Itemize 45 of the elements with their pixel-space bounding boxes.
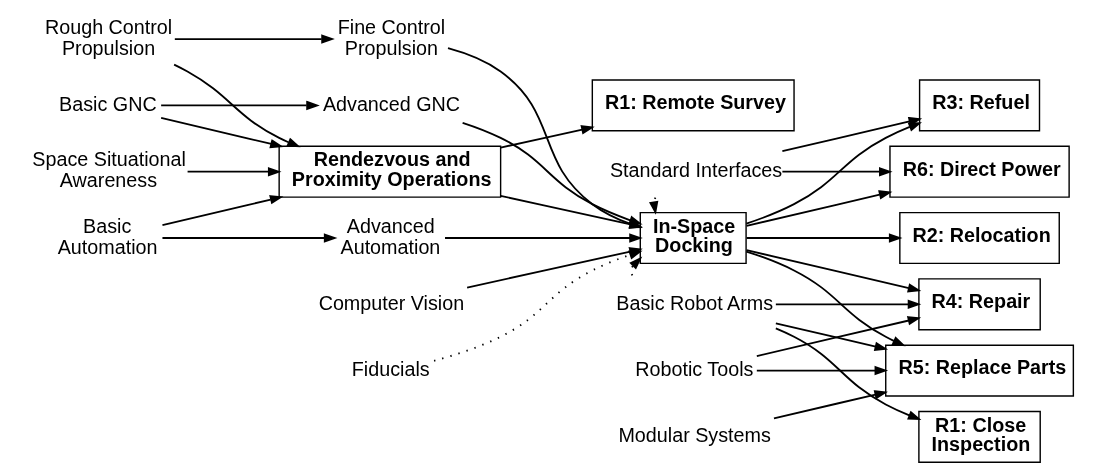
arrow [774, 327, 921, 421]
node-box: R1: Close Inspection [917, 410, 1041, 463]
node-box: R3: Refuel [918, 79, 1040, 132]
node-text: Space Situational Awareness [31, 148, 186, 192]
node-text: Computer Vision [318, 291, 464, 314]
node-box: R6: Direct Power [888, 145, 1070, 198]
node-text: Robotic Tools [634, 357, 753, 380]
arrow [745, 233, 902, 243]
arrow [745, 249, 921, 293]
arrow [499, 125, 595, 149]
arrow [772, 390, 888, 420]
arrow [755, 365, 888, 376]
node-box: R5: Replace Parts [884, 344, 1074, 397]
node-text: Fiducials [351, 357, 430, 380]
arrow [159, 116, 284, 149]
arrow [745, 190, 892, 227]
arrow [745, 250, 906, 347]
arrow [161, 195, 283, 227]
arrow [744, 122, 922, 225]
node-text: Advanced Automation [340, 214, 440, 258]
arrow [774, 322, 888, 352]
node-text: Standard Interfaces [609, 158, 782, 181]
node-box: R1: Remote Survey [591, 79, 795, 132]
arrow [172, 63, 301, 148]
arrow [173, 34, 335, 44]
arrow [755, 316, 921, 357]
arrow [186, 166, 281, 177]
arrow [443, 233, 643, 243]
arrow [432, 250, 643, 362]
arrow [159, 100, 320, 111]
node-text: Fine Control Propulsion [337, 15, 445, 59]
arrow [774, 299, 921, 310]
node-text: Modular Systems [617, 424, 771, 447]
node-box: R4: Repair [917, 278, 1041, 331]
node-text: Advanced GNC [322, 92, 460, 115]
node-text: Basic Automation [57, 214, 158, 258]
node-text: Rough Control Propulsion [44, 15, 172, 59]
node-box: R2: Relocation [898, 211, 1060, 265]
node-box: In-Space Docking [639, 211, 747, 265]
node-text: Basic Robot Arms [615, 291, 773, 314]
node-box: Rendezvous and Proximity Operations [277, 145, 501, 198]
arrow [161, 233, 337, 243]
node-text: Basic GNC [58, 92, 157, 115]
arrow [648, 196, 658, 215]
arrow [780, 166, 893, 177]
